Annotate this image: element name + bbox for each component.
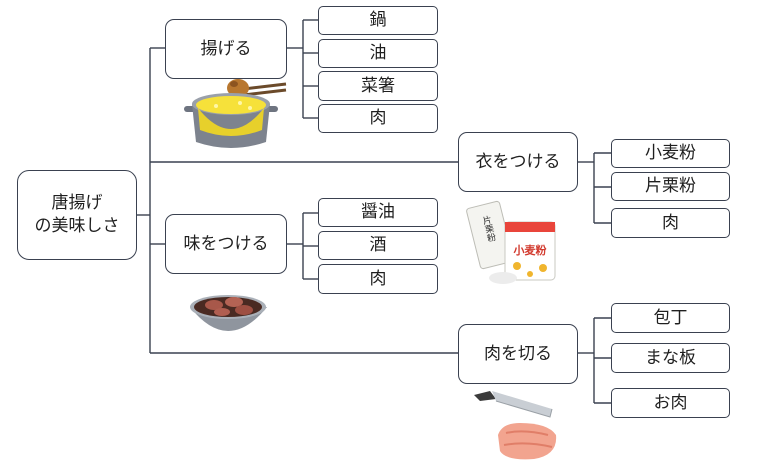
- branch-cut: 肉を切る: [458, 324, 578, 384]
- frying-pot-icon: [184, 79, 287, 148]
- root-label-line2: の美味しさ: [34, 216, 120, 236]
- marinade-bowl-icon: [190, 295, 267, 331]
- leaf-wheat-flour: 小麦粉: [611, 139, 730, 168]
- knife-meat-icon: [474, 391, 557, 460]
- branch-coat: 衣をつける: [458, 132, 578, 192]
- branch-season: 味をつける: [165, 214, 287, 274]
- leaf-meat-coat: 肉: [611, 208, 730, 238]
- branch-fry: 揚げる: [165, 19, 287, 79]
- leaf-cutting-board: まな板: [611, 343, 730, 373]
- leaf-meat-cut: お肉: [611, 388, 730, 418]
- leaf-soy-sauce: 醤油: [318, 198, 438, 227]
- root-node: 唐揚げ の美味しさ: [17, 170, 137, 260]
- leaf-knife: 包丁: [611, 303, 730, 333]
- leaf-chopsticks: 菜箸: [318, 71, 438, 101]
- flour-bags-icon: 片栗粉 小麦粉: [465, 198, 570, 290]
- leaf-pot: 鍋: [318, 6, 438, 35]
- root-label-line1: 唐揚げ: [51, 193, 103, 214]
- leaf-sake: 酒: [318, 231, 438, 260]
- flour-bag-large-label: 小麦粉: [513, 244, 547, 257]
- leaf-potato-starch: 片栗粉: [611, 172, 730, 201]
- leaf-meat-fry: 肉: [318, 104, 438, 133]
- leaf-meat-season: 肉: [318, 264, 438, 294]
- leaf-oil: 油: [318, 39, 438, 68]
